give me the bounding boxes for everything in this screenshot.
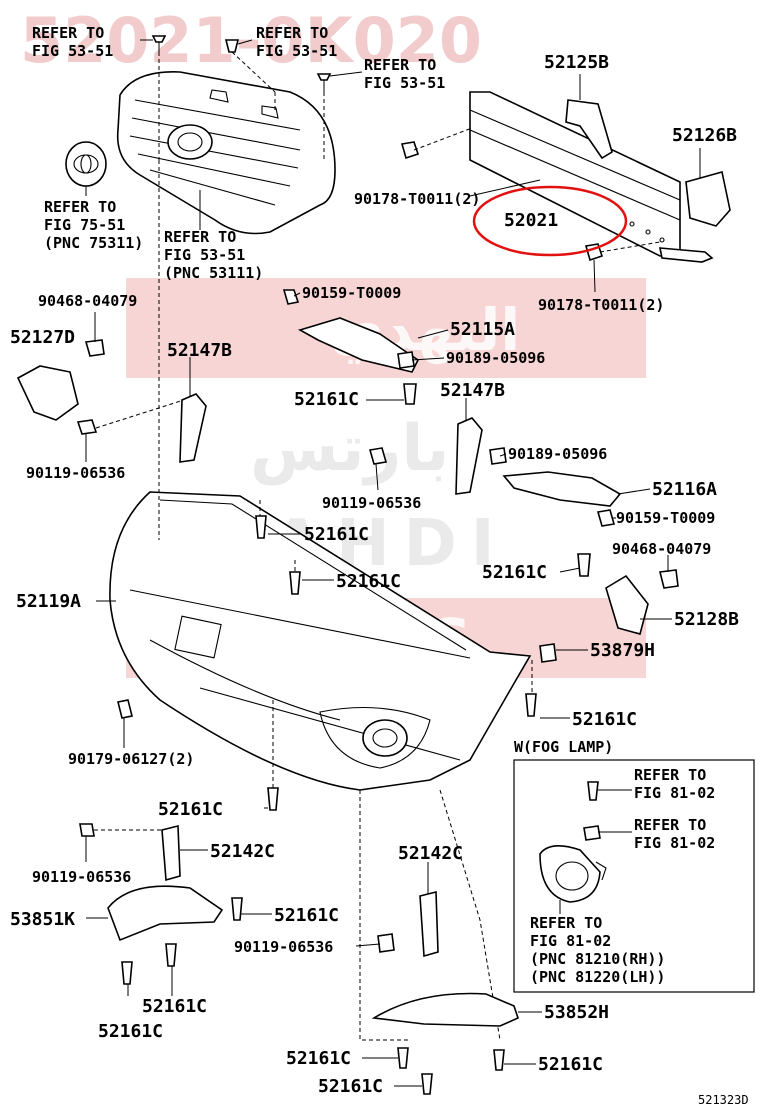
label-90178-a[interactable]: 90178-T0011(2): [354, 190, 480, 208]
label-refer-53-51-b-2: FIG 53-51: [256, 42, 337, 60]
watermark-arabic-2: بارتس: [250, 412, 449, 486]
retainer-52127D[interactable]: [16, 339, 191, 435]
label-90119-d[interactable]: 90119-06536: [234, 938, 333, 956]
label-90179[interactable]: 90179-06127(2): [68, 750, 194, 768]
label-refer-53-51-grille-2: FIG 53-51: [164, 246, 245, 264]
spacer-52147B-right[interactable]: [455, 417, 483, 495]
label-52161C-k[interactable]: 52161C: [538, 1054, 603, 1075]
spacer-52142C-right[interactable]: [377, 890, 439, 958]
label-90468-a[interactable]: 90468-04079: [38, 292, 137, 310]
bumper-cover-52119A[interactable]: [109, 491, 557, 791]
clip-90179: [117, 699, 133, 719]
cover-53852H[interactable]: [371, 992, 519, 1095]
screw-90119-left: [76, 419, 98, 435]
label-53852H[interactable]: 53852H: [544, 1002, 609, 1023]
emblem[interactable]: [65, 141, 107, 187]
label-refer-75-51-3: (PNC 75311): [44, 234, 143, 252]
label-52161C-b[interactable]: 52161C: [304, 524, 369, 545]
label-52161C-l[interactable]: 52161C: [318, 1076, 383, 1097]
label-52127D[interactable]: 52127D: [10, 327, 75, 348]
grille-clips: [151, 35, 332, 160]
label-52161C-a[interactable]: 52161C: [294, 389, 359, 410]
retainer-52128B[interactable]: [605, 569, 679, 635]
label-refer-53-51-a-2: FIG 53-51: [32, 42, 113, 60]
label-52161C-d[interactable]: 52161C: [336, 571, 401, 592]
bracket-52125B[interactable]: [565, 99, 613, 160]
label-90159-a[interactable]: 90159-T0009: [302, 284, 401, 302]
clips-52161C-upper: [255, 515, 537, 811]
label-refer-53-51-grille-1: REFER TO: [164, 228, 236, 246]
label-52126B[interactable]: 52126B: [672, 125, 737, 146]
clip-53879H: [539, 643, 557, 663]
label-52161C-e[interactable]: 52161C: [572, 709, 637, 730]
label-refer-53-51-c-2: FIG 53-51: [364, 74, 445, 92]
cover-53851K[interactable]: [107, 885, 243, 985]
label-52125B[interactable]: 52125B: [544, 52, 609, 73]
label-52147B-a[interactable]: 52147B: [167, 340, 232, 361]
label-refer-75-51-2: FIG 75-51: [44, 216, 125, 234]
label-52161C-h[interactable]: 52161C: [142, 996, 207, 1017]
label-refer-81-02-c-1: REFER TO: [530, 914, 602, 932]
label-refer-81-02-a-2: FIG 81-02: [634, 784, 715, 802]
bumper-reinforcement-52021[interactable]: [469, 91, 714, 263]
bracket-52116A[interactable]: [368, 447, 622, 577]
label-refer-81-02-c-4: (PNC 81220(LH)): [530, 968, 665, 986]
label-fog-lamp-title: W(FOG LAMP): [514, 738, 613, 756]
radiator-grille[interactable]: [116, 71, 336, 235]
clip-90468-left: [84, 339, 105, 357]
label-53879H[interactable]: 53879H: [590, 640, 655, 661]
diagram-code: 521323D: [698, 1093, 749, 1107]
label-52161C-c[interactable]: 52161C: [482, 562, 547, 583]
label-refer-81-02-a-1: REFER TO: [634, 766, 706, 784]
bracket-52115A[interactable]: [282, 289, 420, 405]
reinforcement-nut-upper[interactable]: [400, 141, 420, 160]
label-refer-53-51-b-1: REFER TO: [256, 24, 328, 42]
label-refer-75-51-1: REFER TO: [44, 198, 116, 216]
label-52116A[interactable]: 52116A: [652, 479, 717, 500]
label-refer-53-51-grille-3: (PNC 53111): [164, 264, 263, 282]
label-52142C-b[interactable]: 52142C: [398, 843, 463, 864]
label-52021[interactable]: 52021: [504, 210, 558, 231]
label-90468-b[interactable]: 90468-04079: [612, 540, 711, 558]
label-53851K[interactable]: 53851K: [10, 909, 75, 930]
label-refer-81-02-c-3: (PNC 81210(RH)): [530, 950, 665, 968]
leader-lines: [85, 39, 701, 1087]
label-52128B[interactable]: 52128B: [674, 609, 739, 630]
part-labels: REFER TO FIG 53-51 REFER TO FIG 53-51 RE…: [10, 24, 749, 1107]
spacer-52142C-left[interactable]: [79, 823, 181, 882]
label-52161C-g[interactable]: 52161C: [274, 905, 339, 926]
spacer-52147B-left[interactable]: [179, 393, 207, 463]
label-52119A[interactable]: 52119A: [16, 591, 81, 612]
label-52147B-b[interactable]: 52147B: [440, 380, 505, 401]
label-90178-b[interactable]: 90178-T0011(2): [538, 296, 664, 314]
label-90189-a[interactable]: 90189-05096: [446, 349, 545, 367]
label-refer-81-02-c-2: FIG 81-02: [530, 932, 611, 950]
label-52161C-j[interactable]: 52161C: [286, 1048, 351, 1069]
label-refer-81-02-b-2: FIG 81-02: [634, 834, 715, 852]
label-refer-53-51-c-1: REFER TO: [364, 56, 436, 74]
label-52142C-a[interactable]: 52142C: [210, 841, 275, 862]
highlight-circle-52021: [472, 185, 628, 257]
label-refer-53-51-a-1: REFER TO: [32, 24, 104, 42]
bracket-52126B[interactable]: [685, 171, 731, 227]
label-90189-b[interactable]: 90189-05096: [508, 445, 607, 463]
label-52161C-f[interactable]: 52161C: [158, 799, 223, 820]
label-90159-b[interactable]: 90159-T0009: [616, 509, 715, 527]
label-refer-81-02-b-1: REFER TO: [634, 816, 706, 834]
label-90119-a[interactable]: 90119-06536: [26, 464, 125, 482]
label-52161C-i[interactable]: 52161C: [98, 1021, 163, 1042]
fog-lamp-inset[interactable]: [513, 759, 755, 993]
label-90119-b[interactable]: 90119-06536: [322, 494, 421, 512]
label-52115A[interactable]: 52115A: [450, 319, 515, 340]
label-90119-c[interactable]: 90119-06536: [32, 868, 131, 886]
